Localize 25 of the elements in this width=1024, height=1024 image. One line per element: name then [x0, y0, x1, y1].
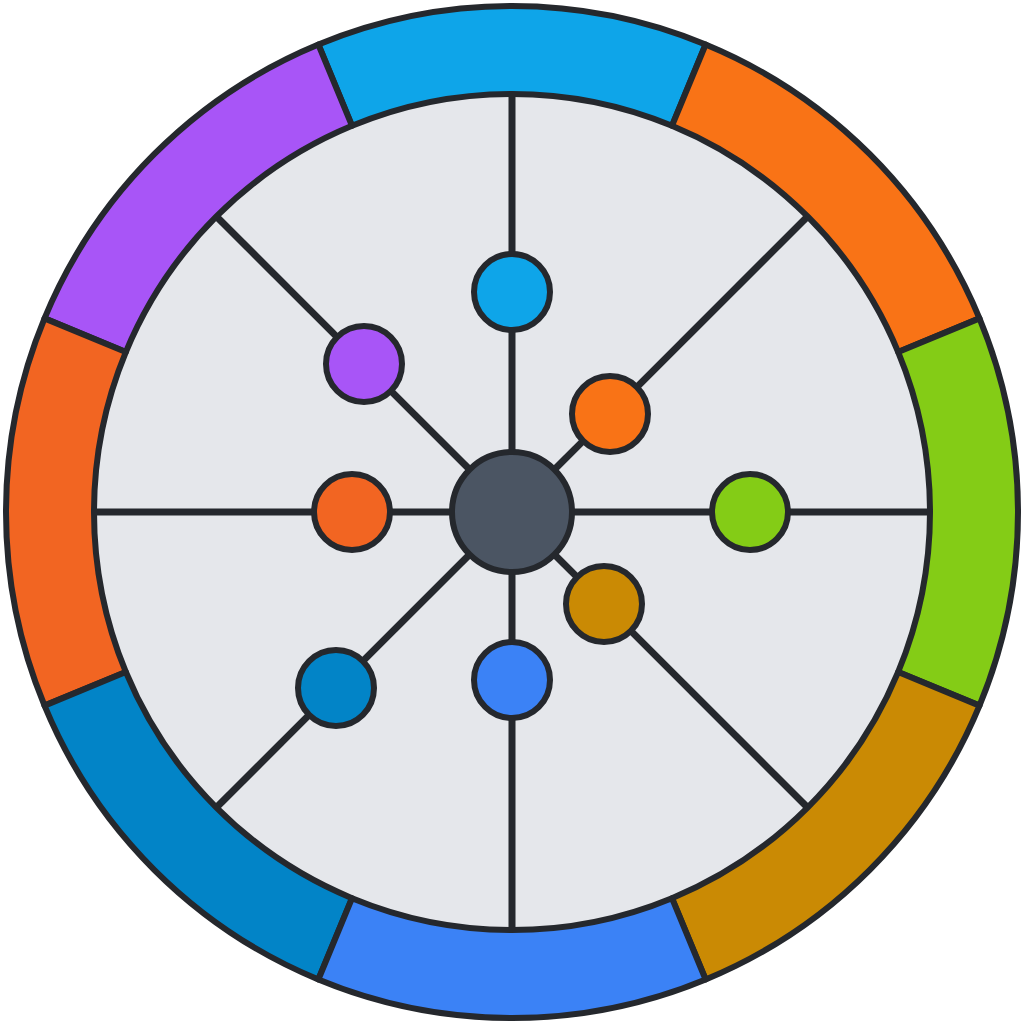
- spoke-line: [551, 551, 580, 580]
- ring-segment: [41, 41, 356, 356]
- spoke-line: [508, 94, 516, 254]
- spoke-line: [388, 388, 473, 473]
- spoke-line: [551, 438, 586, 473]
- node-dot: [449, 449, 575, 575]
- spoke-line: [213, 213, 340, 340]
- spoke-line: [788, 508, 930, 516]
- spoke-line: [94, 508, 314, 516]
- spoke-line: [508, 718, 516, 930]
- ring-segment: [668, 668, 983, 983]
- ring-segment: [895, 315, 1021, 709]
- spoke-line: [572, 508, 712, 516]
- spoke-line: [360, 551, 473, 664]
- spoke-line: [634, 213, 811, 390]
- ring-segment: [41, 668, 356, 983]
- ring-segment: [3, 315, 129, 709]
- ring-segment: [315, 895, 709, 1021]
- spoke-line: [213, 712, 312, 811]
- spoke-line: [508, 572, 516, 642]
- ring-segment: [668, 41, 983, 356]
- spoke-line: [628, 628, 811, 811]
- spoke-line: [390, 508, 452, 516]
- spoke-line: [508, 330, 516, 452]
- ring-segment: [315, 3, 709, 129]
